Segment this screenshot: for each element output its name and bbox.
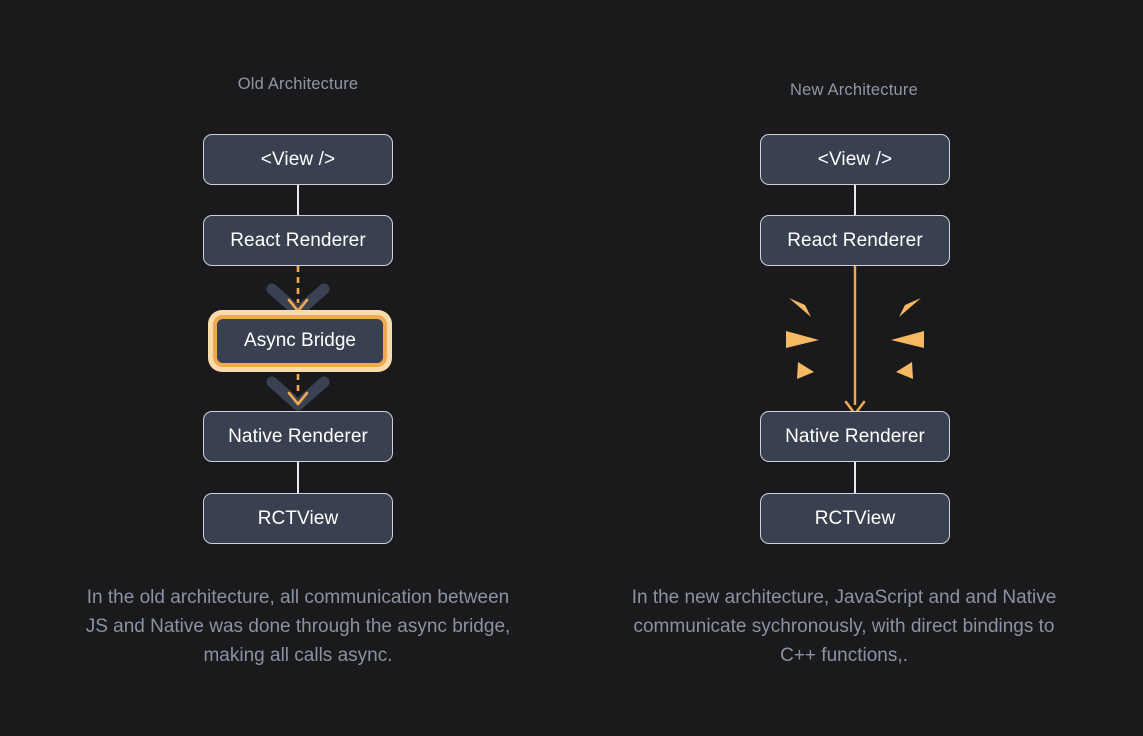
node-label: RCTView [257,507,339,529]
node-label: Native Renderer [785,425,925,447]
connector-view-to-react [297,184,299,216]
arrow-react-to-bridge [266,266,330,318]
node-rctview-old[interactable]: RCTView [203,493,393,544]
sync-burst-icon [786,298,924,379]
old-architecture-title: Old Architecture [237,75,359,93]
burst-ray-right-middle [891,331,924,348]
node-async-bridge-inner: Async Bridge [213,315,387,367]
chevron-wing-left-icon [266,283,304,318]
connector-native-to-rctview [854,461,856,493]
node-view-new[interactable]: <View /> [760,134,950,185]
node-label: <View /> [260,148,336,170]
burst-ray-right-top [899,298,921,317]
connector-view-to-react [854,184,856,216]
chevron-wing-right-icon [292,376,330,411]
burst-ray-left-top [789,298,811,317]
node-view-old[interactable]: <View /> [203,134,393,185]
old-architecture-caption: In the old architecture, all communicati… [85,587,511,666]
chevron-wing-left-icon [266,376,304,411]
node-react-renderer-old[interactable]: React Renderer [203,215,393,266]
node-label: RCTView [814,507,896,529]
chevron-wing-right-icon [292,283,330,318]
connector-native-to-rctview [297,461,299,493]
node-label: React Renderer [787,229,923,251]
new-architecture-caption: In the new architecture, JavaScript and … [631,587,1057,666]
node-react-renderer-new[interactable]: React Renderer [760,215,950,266]
node-label: React Renderer [230,229,366,251]
node-async-bridge-highlighted[interactable]: Async Bridge [208,310,392,372]
arrow-bridge-to-native [266,374,330,411]
node-rctview-new[interactable]: RCTView [760,493,950,544]
arrow-react-to-native-sync [844,266,866,416]
node-label: <View /> [817,148,893,170]
new-architecture-title: New Architecture [790,81,918,99]
burst-ray-right-bottom [896,362,913,379]
node-native-renderer-old[interactable]: Native Renderer [203,411,393,462]
burst-ray-left-bottom [797,362,814,379]
node-label: Async Bridge [244,330,356,351]
node-native-renderer-new[interactable]: Native Renderer [760,411,950,462]
node-label: Native Renderer [228,425,368,447]
burst-ray-left-middle [786,331,819,348]
arrowhead-down-icon [287,391,309,406]
